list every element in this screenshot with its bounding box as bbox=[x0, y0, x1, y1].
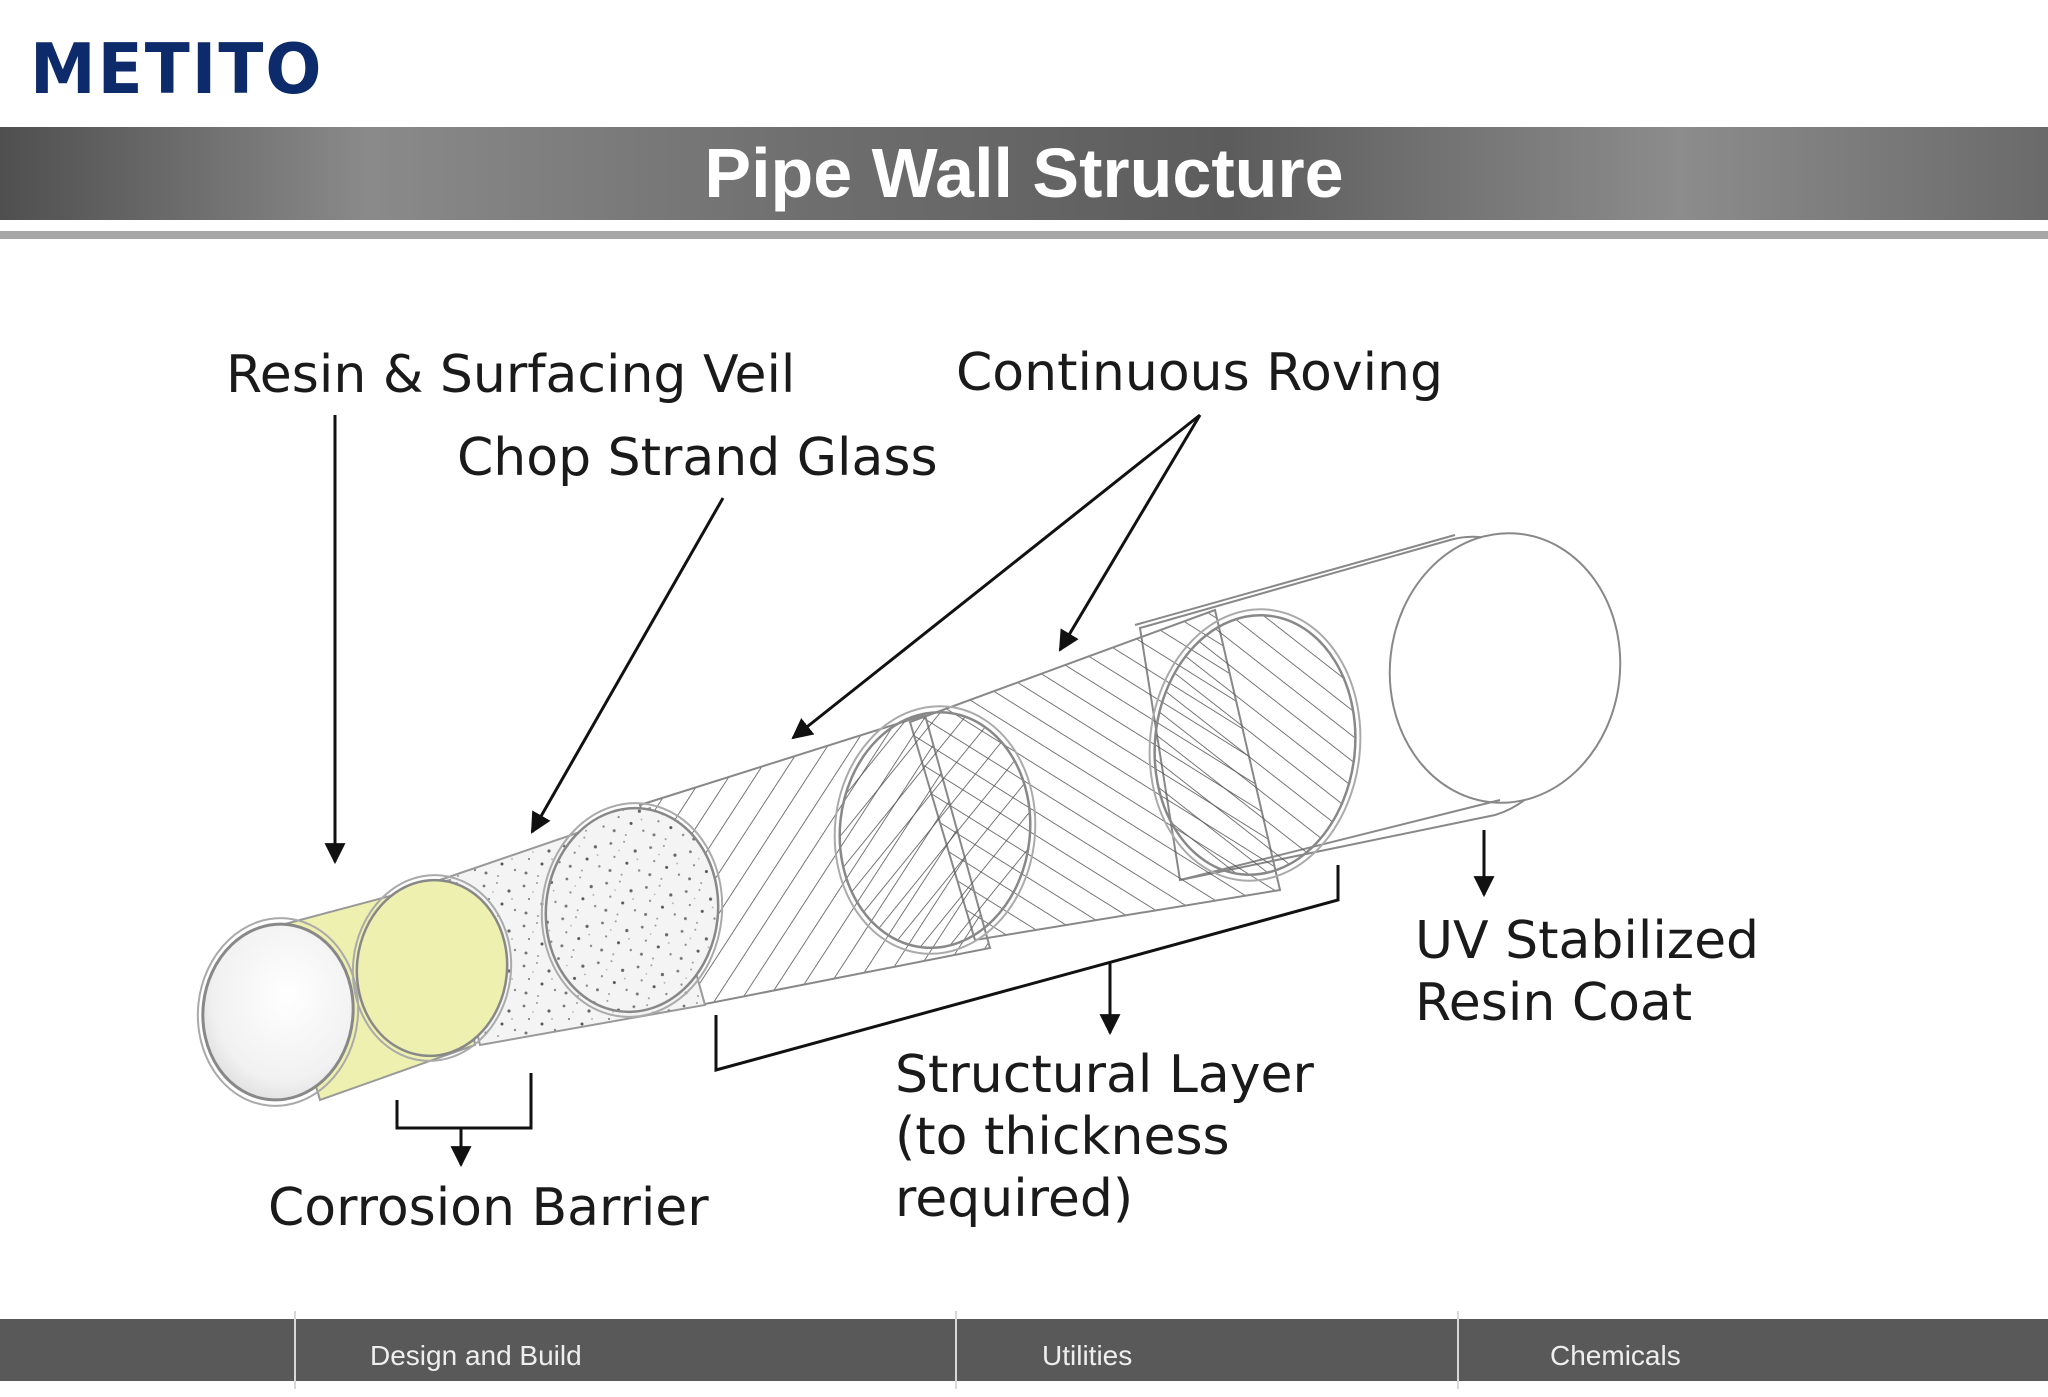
label-chop-strand-glass: Chop Strand Glass bbox=[457, 428, 938, 488]
arrow-chop-strand bbox=[530, 497, 725, 834]
label-structural-layer: Structural Layer bbox=[895, 1045, 1314, 1105]
continuous-roving-inner-layer bbox=[638, 705, 1037, 1007]
leader-arrows bbox=[324, 413, 1495, 898]
label-corrosion-barrier: Corrosion Barrier bbox=[268, 1178, 709, 1238]
title-bar: Pipe Wall Structure bbox=[0, 127, 2048, 220]
footer-item-chemicals: Chemicals bbox=[1550, 1340, 1681, 1371]
metito-logo: METITO bbox=[30, 29, 324, 110]
footer-separator bbox=[294, 1311, 296, 1389]
footer-item-utilities: Utilities bbox=[1042, 1340, 1133, 1371]
arrow-roving-1 bbox=[791, 413, 1201, 740]
corrosion-barrier-bracket bbox=[395, 1073, 533, 1168]
title-rule bbox=[0, 231, 2048, 239]
label-continuous-roving: Continuous Roving bbox=[956, 343, 1443, 403]
arrow-roving-2 bbox=[1058, 414, 1202, 652]
footer-separator bbox=[955, 1311, 957, 1389]
label-structural-required: required) bbox=[895, 1169, 1133, 1229]
page-title: Pipe Wall Structure bbox=[704, 134, 1344, 212]
footer-item-design-build: Design and Build bbox=[370, 1340, 582, 1371]
label-uv-stabilized: UV Stabilized bbox=[1415, 911, 1759, 971]
footer-separator bbox=[1457, 1311, 1459, 1389]
footer-bar: Design and Build Utilities Chemicals bbox=[0, 1311, 2048, 1389]
pipe-bore bbox=[196, 917, 360, 1107]
label-resin-surfacing-veil: Resin & Surfacing Veil bbox=[226, 345, 795, 405]
label-resin-coat: Resin Coat bbox=[1415, 973, 1692, 1033]
label-structural-thickness: (to thickness bbox=[895, 1107, 1230, 1167]
structural-layer-bracket bbox=[714, 865, 1340, 1072]
